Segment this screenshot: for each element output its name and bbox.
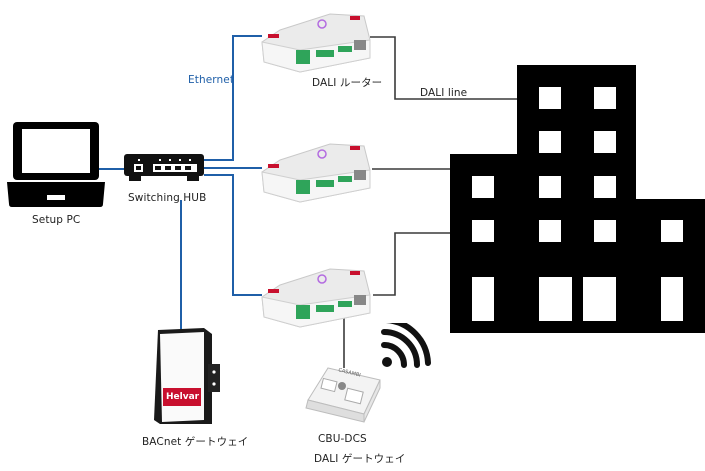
dali-line-router3 <box>373 232 452 296</box>
gateway-device-icon <box>154 328 220 424</box>
building-icon <box>450 65 705 333</box>
network-switch-icon <box>124 154 204 181</box>
din-rail-router-icon <box>261 13 371 73</box>
bacnet-gateway: Helvar <box>150 326 225 426</box>
dali-line-label: DALI line <box>420 87 468 99</box>
building <box>450 65 705 335</box>
switching-hub <box>124 153 206 183</box>
dali-line-router1 <box>370 36 520 100</box>
ethernet-hub-router1 <box>204 35 262 161</box>
dali-gateway-label: DALI ゲートウェイ <box>314 453 406 465</box>
ethernet-hub-router3 <box>204 174 262 296</box>
helvar-logo: Helvar <box>166 392 200 402</box>
cbu-dcs-label: CBU-DCS <box>318 433 367 445</box>
dali-router-1 <box>260 10 375 78</box>
setup-pc-label: Setup PC <box>32 214 81 226</box>
bacnet-gateway-label: BACnet ゲートウェイ <box>142 436 249 448</box>
casambi-module-icon <box>305 367 381 423</box>
wifi-icon <box>381 317 431 368</box>
ethernet-label: Ethernet <box>188 74 235 86</box>
dali-router-label: DALI ルーター <box>312 77 383 89</box>
cbu-dcs: CASAMBI <box>302 364 382 424</box>
switching-hub-label: Switching HUB <box>128 192 207 204</box>
wireless <box>378 317 433 371</box>
din-rail-router-icon <box>261 143 371 203</box>
din-rail-router-icon <box>261 268 371 328</box>
laptop-icon <box>7 122 105 207</box>
setup-pc <box>5 120 107 210</box>
dali-router-3 <box>260 265 375 333</box>
dali-router-2 <box>260 140 375 208</box>
